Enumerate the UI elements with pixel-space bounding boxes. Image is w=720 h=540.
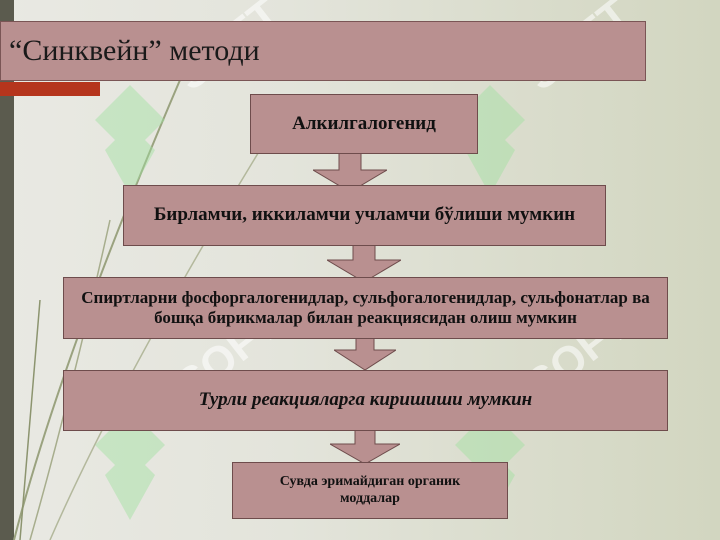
watermark-logo-icon [95,410,165,520]
step-4-box: Турли реакцияларга киришиши мумкин [63,370,668,431]
step-1-box: Алкилгалогенид [250,94,478,154]
slide-title: “Синквейн” методи [0,21,646,81]
down-arrow-icon [330,430,400,464]
down-arrow-icon [334,336,396,370]
step-2-box: Бирламчи, иккиламчи учламчи бўлиши мумки… [123,185,606,246]
down-arrow-icon [327,244,401,282]
step-2-text: Бирламчи, иккиламчи учламчи бўлиши мумки… [153,204,576,226]
step-4-text: Турли реакцияларга киришиши мумкин [198,389,533,411]
left-decor-bar [0,0,14,540]
watermark-logo-icon [95,85,165,195]
step-5-box: Сувда эримайдиган органик моддалар [232,462,508,519]
step-5-text: Сувда эримайдиган органик моддалар [279,473,461,506]
step-3-box: Спиртларни фосфоргалогенидлар, сульфогал… [63,277,668,339]
step-1-text: Алкилгалогенид [292,112,436,134]
title-accent-bar [0,82,100,96]
step-3-text: Спиртларни фосфоргалогенидлар, сульфогал… [81,287,650,327]
down-arrow-icon [313,152,387,192]
